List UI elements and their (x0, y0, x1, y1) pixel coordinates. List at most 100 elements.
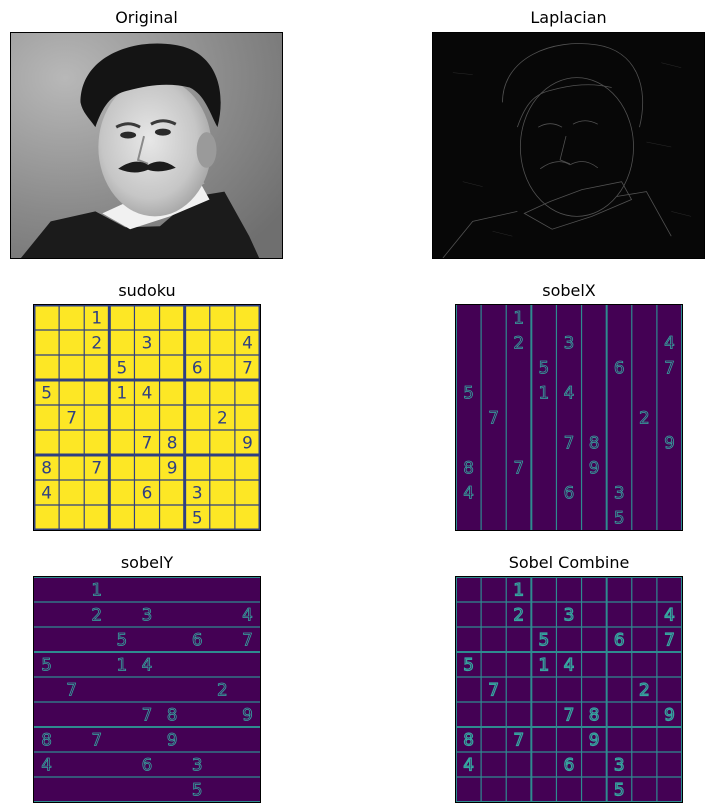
sudoku-digit: 6 (142, 482, 153, 502)
sudoku-digit: 5 (463, 654, 474, 674)
sudoku-digit: 4 (664, 332, 675, 352)
sudoku-digit: 9 (664, 704, 675, 724)
sudoku-digit: 8 (589, 704, 600, 724)
sudoku-digit: 1 (513, 579, 524, 599)
sudoku-digit: 9 (664, 432, 675, 452)
sudoku-digit: 5 (192, 507, 203, 527)
sudoku-digit: 4 (242, 604, 253, 624)
sudoku-digit: 4 (564, 654, 575, 674)
sudoku-digit: 3 (142, 332, 153, 352)
sudoku-digit: 2 (639, 679, 650, 699)
title-laplacian: Laplacian (530, 8, 607, 27)
sudoku-digit: 3 (564, 332, 575, 352)
sudoku-digit: 5 (41, 382, 52, 402)
sudoku-digit: 7 (664, 629, 675, 649)
original-portrait-image (10, 32, 283, 259)
sudoku-digit: 4 (242, 332, 253, 352)
sudoku-digit: 4 (664, 604, 675, 624)
sudoku-digit: 6 (192, 629, 203, 649)
sudoku-digit: 5 (539, 629, 550, 649)
sudoku-digit: 5 (614, 507, 625, 527)
sudoku-digit: 8 (41, 457, 52, 477)
sudoku-digit: 2 (91, 604, 102, 624)
title-sobelx: sobelX (542, 281, 596, 300)
title-sudoku: sudoku (118, 281, 176, 300)
sudoku-digit: 8 (463, 457, 474, 477)
sudoku-digit: 2 (91, 332, 102, 352)
sudoku-digit: 7 (513, 729, 524, 749)
sudoku-digit: 7 (564, 704, 575, 724)
sudoku-digit: 6 (614, 357, 625, 377)
sudoku-digit: 5 (117, 357, 128, 377)
sudoku-digit: 8 (589, 432, 600, 452)
sudoku-digit: 8 (167, 704, 178, 724)
sudoku-digit: 9 (167, 457, 178, 477)
sudoku-digit: 5 (41, 654, 52, 674)
sudoku-digit: 8 (167, 432, 178, 452)
sudoku-digit: 8 (463, 729, 474, 749)
sudoku-digit: 9 (589, 457, 600, 477)
sudoku-digit: 9 (589, 729, 600, 749)
sudoku-digit: 3 (614, 482, 625, 502)
sudoku-digit: 1 (117, 654, 128, 674)
sudoku-digit: 7 (488, 679, 499, 699)
laplacian-edge-image (432, 32, 705, 259)
sudoku-digit: 6 (564, 754, 575, 774)
sudoku-digit: 7 (242, 629, 253, 649)
sudoku-digit: 7 (242, 357, 253, 377)
sudoku-digit: 4 (463, 754, 474, 774)
sudoku-digit: 7 (66, 679, 77, 699)
sudoku-digit: 7 (142, 432, 153, 452)
sudoku-digit: 1 (513, 307, 524, 327)
sudoku-digit: 7 (664, 357, 675, 377)
sudoku-digit: 7 (564, 432, 575, 452)
sudoku-digit: 5 (539, 357, 550, 377)
sudoku-digit: 5 (463, 382, 474, 402)
sudoku-digit: 2 (217, 407, 228, 427)
panel-original: Original (10, 0, 283, 260)
sudoku-digit: 9 (242, 432, 253, 452)
sudoku-digit: 4 (142, 654, 153, 674)
sudoku-digit: 4 (564, 382, 575, 402)
sudoku-digit: 3 (192, 754, 203, 774)
sudoku-digit: 1 (117, 382, 128, 402)
sudoku-digit: 5 (192, 779, 203, 799)
sudoku-digit: 4 (463, 482, 474, 502)
sudoku-digit: 3 (564, 604, 575, 624)
sudoku-digit: 5 (117, 629, 128, 649)
sudoku-digit: 1 (539, 382, 550, 402)
sudoku-digit: 3 (142, 604, 153, 624)
sudoku-digit: 7 (91, 457, 102, 477)
panel-laplacian: Laplacian (432, 0, 705, 260)
sudoku-digit: 1 (91, 579, 102, 599)
sudoku-digit: 9 (167, 729, 178, 749)
sudoku-digit: 9 (242, 704, 253, 724)
sudoku-digit: 4 (41, 482, 52, 502)
sudoku-digit: 2 (639, 407, 650, 427)
sudoku-digit: 6 (614, 629, 625, 649)
sudoku-digit: 7 (142, 704, 153, 724)
sudoku-digit: 6 (192, 357, 203, 377)
sudoku-digit: 7 (513, 457, 524, 477)
sudoku-digit: 3 (614, 754, 625, 774)
sudoku-digit: 7 (91, 729, 102, 749)
sudoku-digit: 7 (66, 407, 77, 427)
sudoku-digit: 3 (192, 482, 203, 502)
sudoku-digit: 4 (142, 382, 153, 402)
sudoku-digit: 8 (41, 729, 52, 749)
sudoku-digit: 1 (91, 307, 102, 327)
title-original: Original (115, 8, 178, 27)
sudoku-digit: 5 (614, 779, 625, 799)
sudoku-digit: 2 (513, 332, 524, 352)
sudoku-digit: 4 (41, 754, 52, 774)
title-sobel-combine: Sobel Combine (508, 553, 630, 572)
title-sobely: sobelY (120, 553, 174, 572)
sudoku-digit: 6 (564, 482, 575, 502)
